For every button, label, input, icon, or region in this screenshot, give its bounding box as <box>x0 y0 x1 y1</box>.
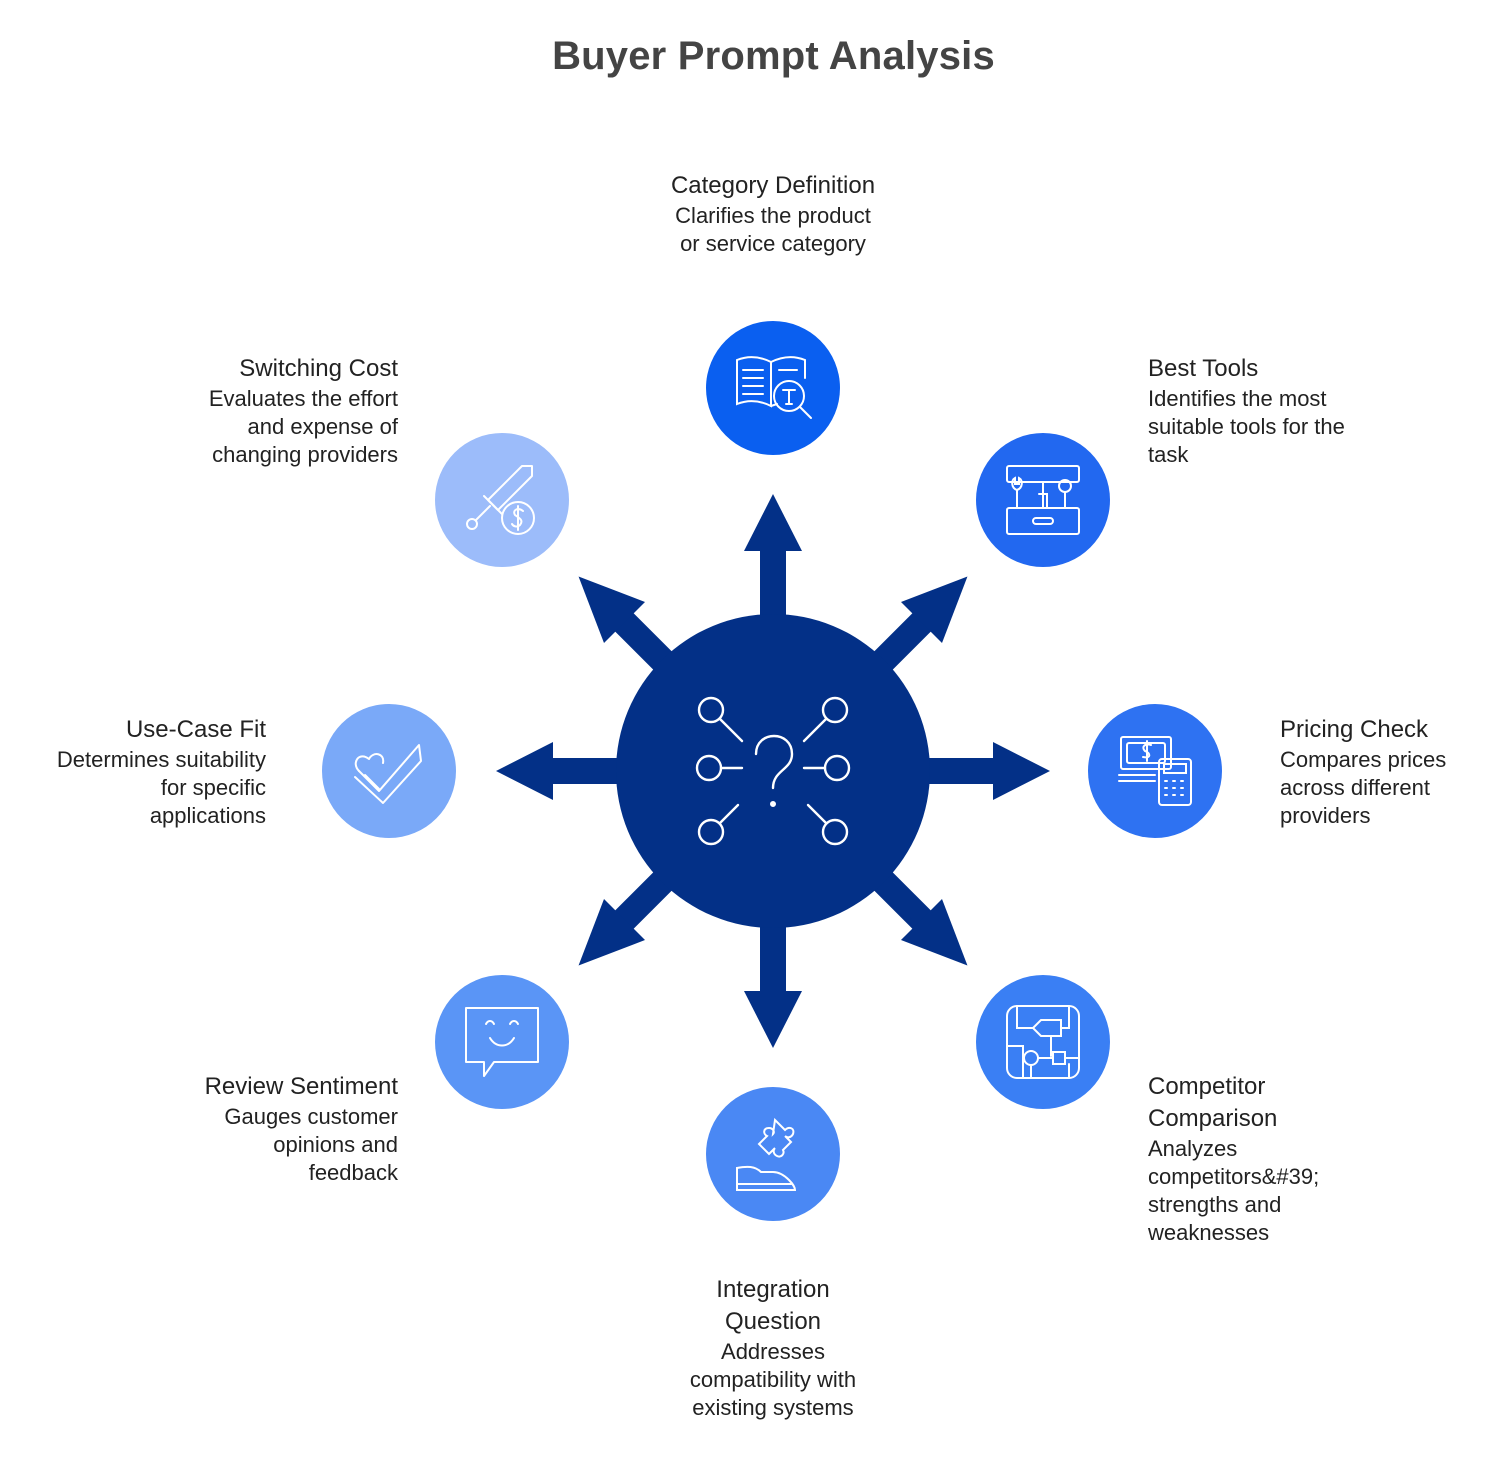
node-pricing-check <box>1088 704 1222 838</box>
best-tools-desc-2: suitable tools for the <box>1148 414 1345 439</box>
use-case-fit-desc-1: Determines suitability <box>56 747 266 772</box>
toolbox-icon <box>1006 465 1080 535</box>
use-case-fit-desc-2: for specific <box>160 775 266 800</box>
label-switching-cost: Switching Cost Evaluates the effort and … <box>100 353 398 469</box>
label-integration-question: Integration Question Addresses compatibi… <box>600 1274 946 1422</box>
best-tools-desc-1: Identifies the most <box>1148 386 1327 411</box>
competitor-comparison-desc-3: strengths and <box>1148 1192 1282 1217</box>
label-category-definition: Category Definition Clarifies the produc… <box>600 170 946 258</box>
node-integration-question <box>706 1087 840 1221</box>
integration-question-title-2: Question <box>724 1308 822 1335</box>
use-case-fit-desc-3: applications <box>149 803 266 828</box>
node-category-definition <box>706 321 840 455</box>
category-definition-desc-2: or service category <box>680 231 866 256</box>
best-tools-title: Best Tools <box>1148 355 1259 382</box>
label-competitor-comparison: Competitor Comparison Analyzes competito… <box>1148 1071 1448 1247</box>
node-use-case-fit <box>322 704 456 838</box>
cash-calculator-icon <box>1118 736 1192 806</box>
node-best-tools <box>976 433 1110 567</box>
competitor-comparison-desc-4: weaknesses <box>1148 1220 1270 1245</box>
book-search-icon <box>736 356 812 419</box>
smile-chat-icon <box>465 1007 539 1077</box>
question-network-icon <box>695 696 851 846</box>
hub-circle <box>616 614 930 928</box>
pricing-check-desc-1: Compares prices <box>1280 747 1447 772</box>
puzzle-hand-icon <box>736 1117 797 1191</box>
competitor-comparison-title-2: Comparison <box>1148 1105 1278 1132</box>
label-pricing-check: Pricing Check Compares prices across dif… <box>1280 714 1485 830</box>
sword-coin-icon <box>466 465 535 535</box>
review-sentiment-desc-2: opinions and <box>273 1132 398 1157</box>
category-definition-desc-1: Clarifies the product <box>675 203 871 228</box>
heart-check-icon <box>354 744 422 804</box>
label-review-sentiment: Review Sentiment Gauges customer opinion… <box>100 1071 398 1187</box>
switching-cost-desc-3: changing providers <box>212 442 398 467</box>
node-switching-cost <box>435 433 569 567</box>
integration-question-desc-1: Addresses <box>721 1339 825 1364</box>
diagram-title: Buyer Prompt Analysis <box>552 34 995 78</box>
review-sentiment-title: Review Sentiment <box>204 1073 398 1100</box>
pricing-check-desc-3: providers <box>1280 803 1371 828</box>
flowchart-icon <box>1006 1005 1080 1079</box>
competitor-comparison-desc-2: competitors&#39; <box>1148 1164 1320 1189</box>
switching-cost-title: Switching Cost <box>239 355 398 382</box>
review-sentiment-desc-1: Gauges customer <box>224 1104 398 1129</box>
competitor-comparison-desc-1: Analyzes <box>1148 1136 1238 1161</box>
pricing-check-desc-2: across different <box>1280 775 1431 800</box>
label-best-tools: Best Tools Identifies the most suitable … <box>1148 353 1448 469</box>
node-competitor-comparison <box>976 975 1110 1109</box>
switching-cost-desc-2: and expense of <box>247 414 398 439</box>
competitor-comparison-title-1: Competitor <box>1148 1073 1266 1100</box>
review-sentiment-desc-3: feedback <box>308 1160 398 1185</box>
integration-question-desc-2: compatibility with <box>689 1367 857 1392</box>
category-definition-title: Category Definition <box>670 172 876 199</box>
pricing-check-title: Pricing Check <box>1280 716 1429 743</box>
switching-cost-desc-1: Evaluates the effort <box>208 386 398 411</box>
use-case-fit-title: Use-Case Fit <box>125 716 266 743</box>
best-tools-desc-3: task <box>1148 442 1189 467</box>
integration-question-desc-3: existing systems <box>692 1395 854 1420</box>
node-review-sentiment <box>435 975 569 1109</box>
integration-question-title-1: Integration <box>716 1276 830 1303</box>
label-use-case-fit: Use-Case Fit Determines suitability for … <box>10 714 266 830</box>
